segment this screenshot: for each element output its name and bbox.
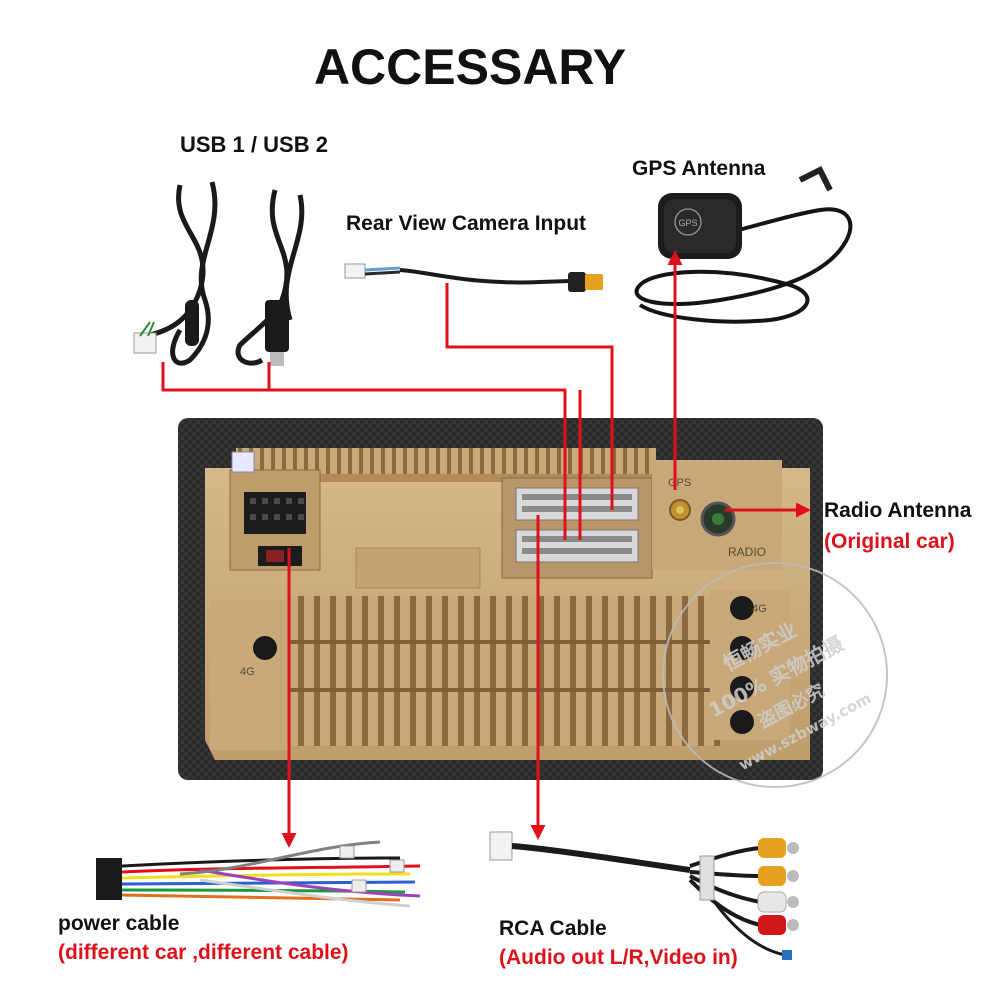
- gps-box-text: GPS: [678, 218, 697, 228]
- usb-cables: [133, 181, 305, 366]
- page-title: ACCESSARY: [313, 39, 627, 95]
- connection-lines: [161, 250, 811, 848]
- radio-antenna-label: Radio Antenna: [824, 499, 972, 522]
- gps-port-marking: GPS: [668, 477, 691, 489]
- rca-cable-label: RCA Cable: [499, 917, 607, 940]
- power-cable-label: power cable: [58, 912, 180, 935]
- head-unit: GPS RADIO 4G 4G: [178, 418, 823, 780]
- gps-antenna-label: GPS Antenna: [632, 157, 766, 180]
- rca-cable-note: (Audio out L/R,Video in): [499, 946, 738, 969]
- port-4g-right-marking: 4G: [752, 603, 767, 615]
- gps-antenna: GPS: [634, 165, 853, 324]
- port-4g-left-marking: 4G: [240, 666, 255, 678]
- power-cable-note: (different car ,different cable): [58, 941, 349, 964]
- rear-camera-cable: [344, 263, 603, 292]
- power-cable: [96, 840, 421, 908]
- radio-port-marking: RADIO: [728, 545, 766, 559]
- rca-cable: [489, 831, 799, 960]
- usb-label: USB 1 / USB 2: [180, 132, 328, 157]
- radio-antenna-note: (Original car): [824, 530, 955, 553]
- rear-camera-label: Rear View Camera Input: [346, 212, 587, 235]
